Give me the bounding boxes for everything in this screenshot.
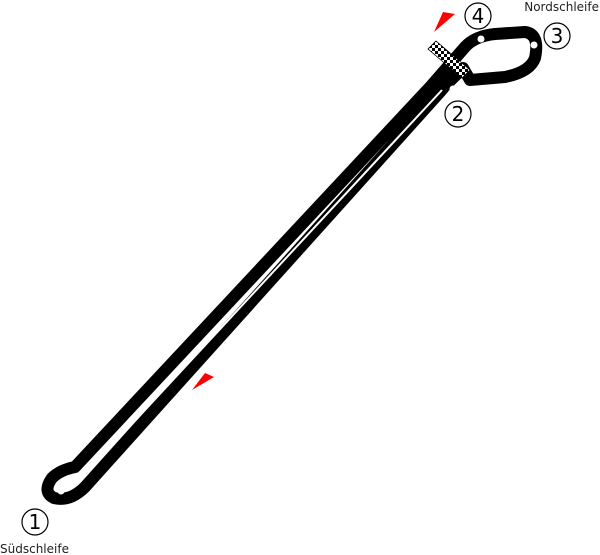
white-dot-icon xyxy=(477,35,485,43)
white-dot-icon xyxy=(57,487,65,495)
corner-badge-4: 4 xyxy=(464,2,492,30)
label-sudschleife: Südschleife xyxy=(0,542,69,555)
white-dot-icon xyxy=(530,41,538,49)
triangle-arrow-icon xyxy=(434,12,455,32)
corner-number: 4 xyxy=(472,4,485,28)
track xyxy=(41,26,543,505)
corner-badge-3: 3 xyxy=(543,22,571,50)
corner-number: 2 xyxy=(452,102,465,126)
label-nordschleife: Nordschleife xyxy=(524,0,599,14)
track-outline xyxy=(41,26,543,505)
checkered-flag-icon xyxy=(427,40,471,79)
corner-badge-1: 1 xyxy=(21,508,49,536)
track-centerline xyxy=(79,89,443,481)
corner-number: 3 xyxy=(551,24,564,48)
corner-badge-2: 2 xyxy=(444,100,472,128)
white-dot-icon xyxy=(449,85,457,93)
triangle-arrow-icon xyxy=(192,373,214,390)
corner-number: 1 xyxy=(29,510,42,534)
